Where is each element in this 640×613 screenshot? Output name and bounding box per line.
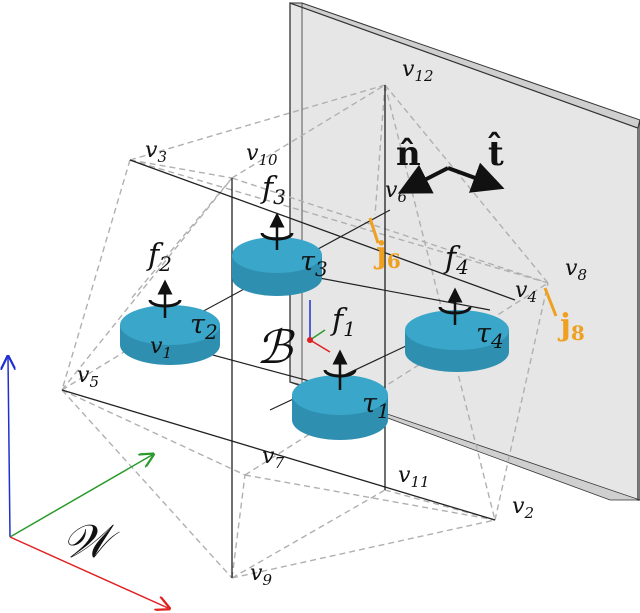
vertex-label-v5: v5 bbox=[77, 363, 99, 391]
vertex-label-v4: v4 bbox=[515, 278, 537, 306]
tangent-vector-label: t̂ bbox=[488, 132, 504, 174]
rotor-2 bbox=[120, 305, 220, 365]
thrust-arrow-3 bbox=[260, 212, 294, 250]
torque-label-tau1: τ1 bbox=[362, 388, 390, 423]
vertex-label-v1: v1 bbox=[150, 334, 172, 362]
vertex-label-v8: v8 bbox=[565, 256, 587, 284]
rotor-1 bbox=[292, 375, 388, 440]
torque-label-tau3: τ3 bbox=[300, 246, 328, 281]
contact-force-label-j6: j6 bbox=[373, 236, 401, 273]
rotor-4 bbox=[405, 310, 509, 372]
contact-force-label-j8: j8 bbox=[557, 308, 585, 345]
vertex-label-v12: v12 bbox=[402, 57, 434, 85]
thrust-label-f2: f2 bbox=[146, 238, 172, 276]
rotor-3 bbox=[232, 237, 322, 296]
vertex-label-v10: v10 bbox=[246, 141, 278, 169]
world-frame-label: 𝒲 bbox=[62, 514, 120, 568]
vertex-label-v3: v3 bbox=[145, 138, 167, 166]
contact-force-arrows bbox=[368, 217, 558, 317]
vertex-label-v9: v9 bbox=[250, 561, 272, 589]
vertex-label-v7: v7 bbox=[262, 444, 284, 472]
body-frame-axes bbox=[307, 300, 331, 353]
body-frame-label: ℬ bbox=[256, 320, 295, 374]
torque-label-tau2: τ2 bbox=[190, 309, 218, 344]
vertex-label-v11: v11 bbox=[398, 463, 430, 491]
vertex-label-v2: v2 bbox=[512, 494, 534, 522]
wall-vectors bbox=[397, 162, 505, 194]
thrust-arrow-2 bbox=[148, 279, 182, 318]
thrust-label-f3: f3 bbox=[260, 171, 286, 209]
thrust-arrow-4 bbox=[438, 287, 472, 325]
normal-vector-label: n̂ bbox=[396, 134, 421, 174]
world-frame-axes bbox=[8, 358, 168, 608]
vertex-label-v6: v6 bbox=[385, 178, 407, 206]
thrust-arrow-1 bbox=[323, 349, 357, 390]
torque-label-tau4: τ4 bbox=[476, 318, 504, 353]
